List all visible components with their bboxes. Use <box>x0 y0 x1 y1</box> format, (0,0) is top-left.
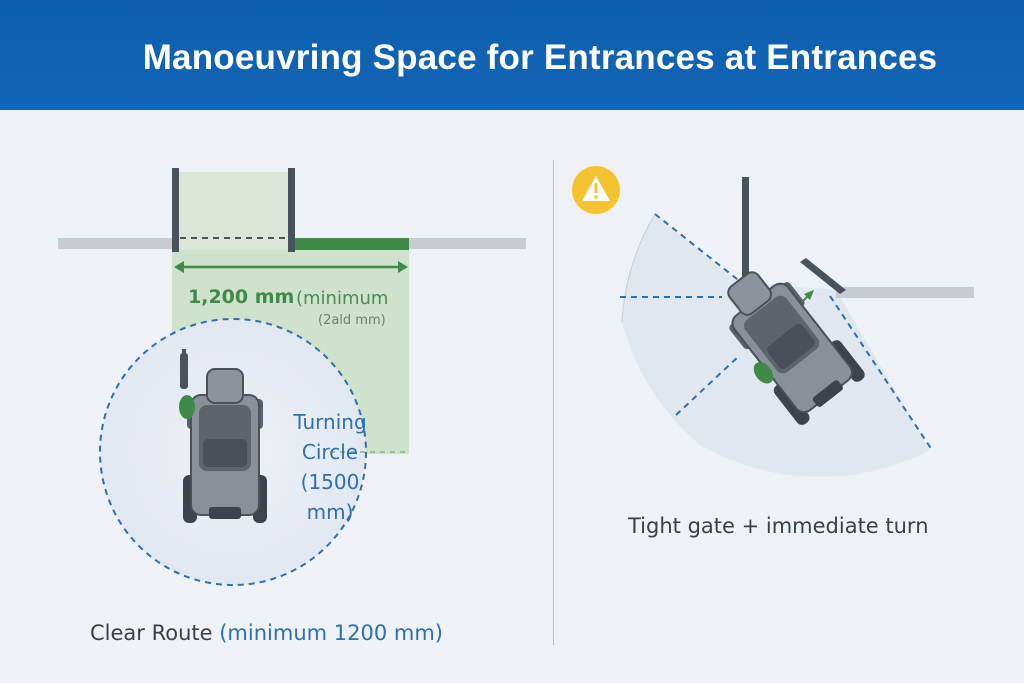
dimension-note: (minimum <box>296 288 389 309</box>
wall-right-segment <box>408 238 526 249</box>
left-scene <box>58 168 526 586</box>
turning-arc <box>621 213 656 323</box>
wheelchair-top-view-icon <box>179 349 267 523</box>
dimension-value: 1,200 mm <box>188 286 295 308</box>
width-dimension-arrow <box>174 261 408 273</box>
left-caption-main: Clear Route <box>90 621 220 645</box>
warning-triangle-icon <box>572 166 620 214</box>
left-caption: Clear Route (minimum 1200 mm) <box>90 621 443 645</box>
left-caption-accent: (minimum 1200 mm) <box>219 621 443 645</box>
sector-edge-lower <box>675 354 741 416</box>
gate-post <box>742 177 749 287</box>
sector-edge-upper <box>654 213 743 284</box>
wall-segment-right <box>836 287 974 298</box>
title-banner: Manoeuvring Space for Entrances at Entra… <box>0 0 1024 110</box>
door-post-right <box>288 168 295 252</box>
turning-circle-label-line-1: Turning <box>293 410 367 434</box>
right-caption: Tight gate + immediate turn <box>628 514 929 538</box>
wheelchair-rotated-icon <box>727 271 865 425</box>
turning-circle-label-line-3: (1500 <box>300 470 360 494</box>
wall-left-segment <box>58 238 174 249</box>
page-title: Manoeuvring Space for Entrances at Entra… <box>142 38 938 77</box>
panel-divider <box>553 160 554 645</box>
door-post-left <box>172 168 179 252</box>
sector-edge-right <box>829 295 933 451</box>
gate-leaf <box>800 258 846 294</box>
right-scene <box>572 166 974 477</box>
green-threshold-strip <box>292 238 409 250</box>
turning-circle-label-line-4: mm) <box>306 500 354 524</box>
turning-circle-label-line-2: Circle <box>301 440 359 464</box>
dimension-note-secondary: (2ald mm) <box>318 313 386 328</box>
